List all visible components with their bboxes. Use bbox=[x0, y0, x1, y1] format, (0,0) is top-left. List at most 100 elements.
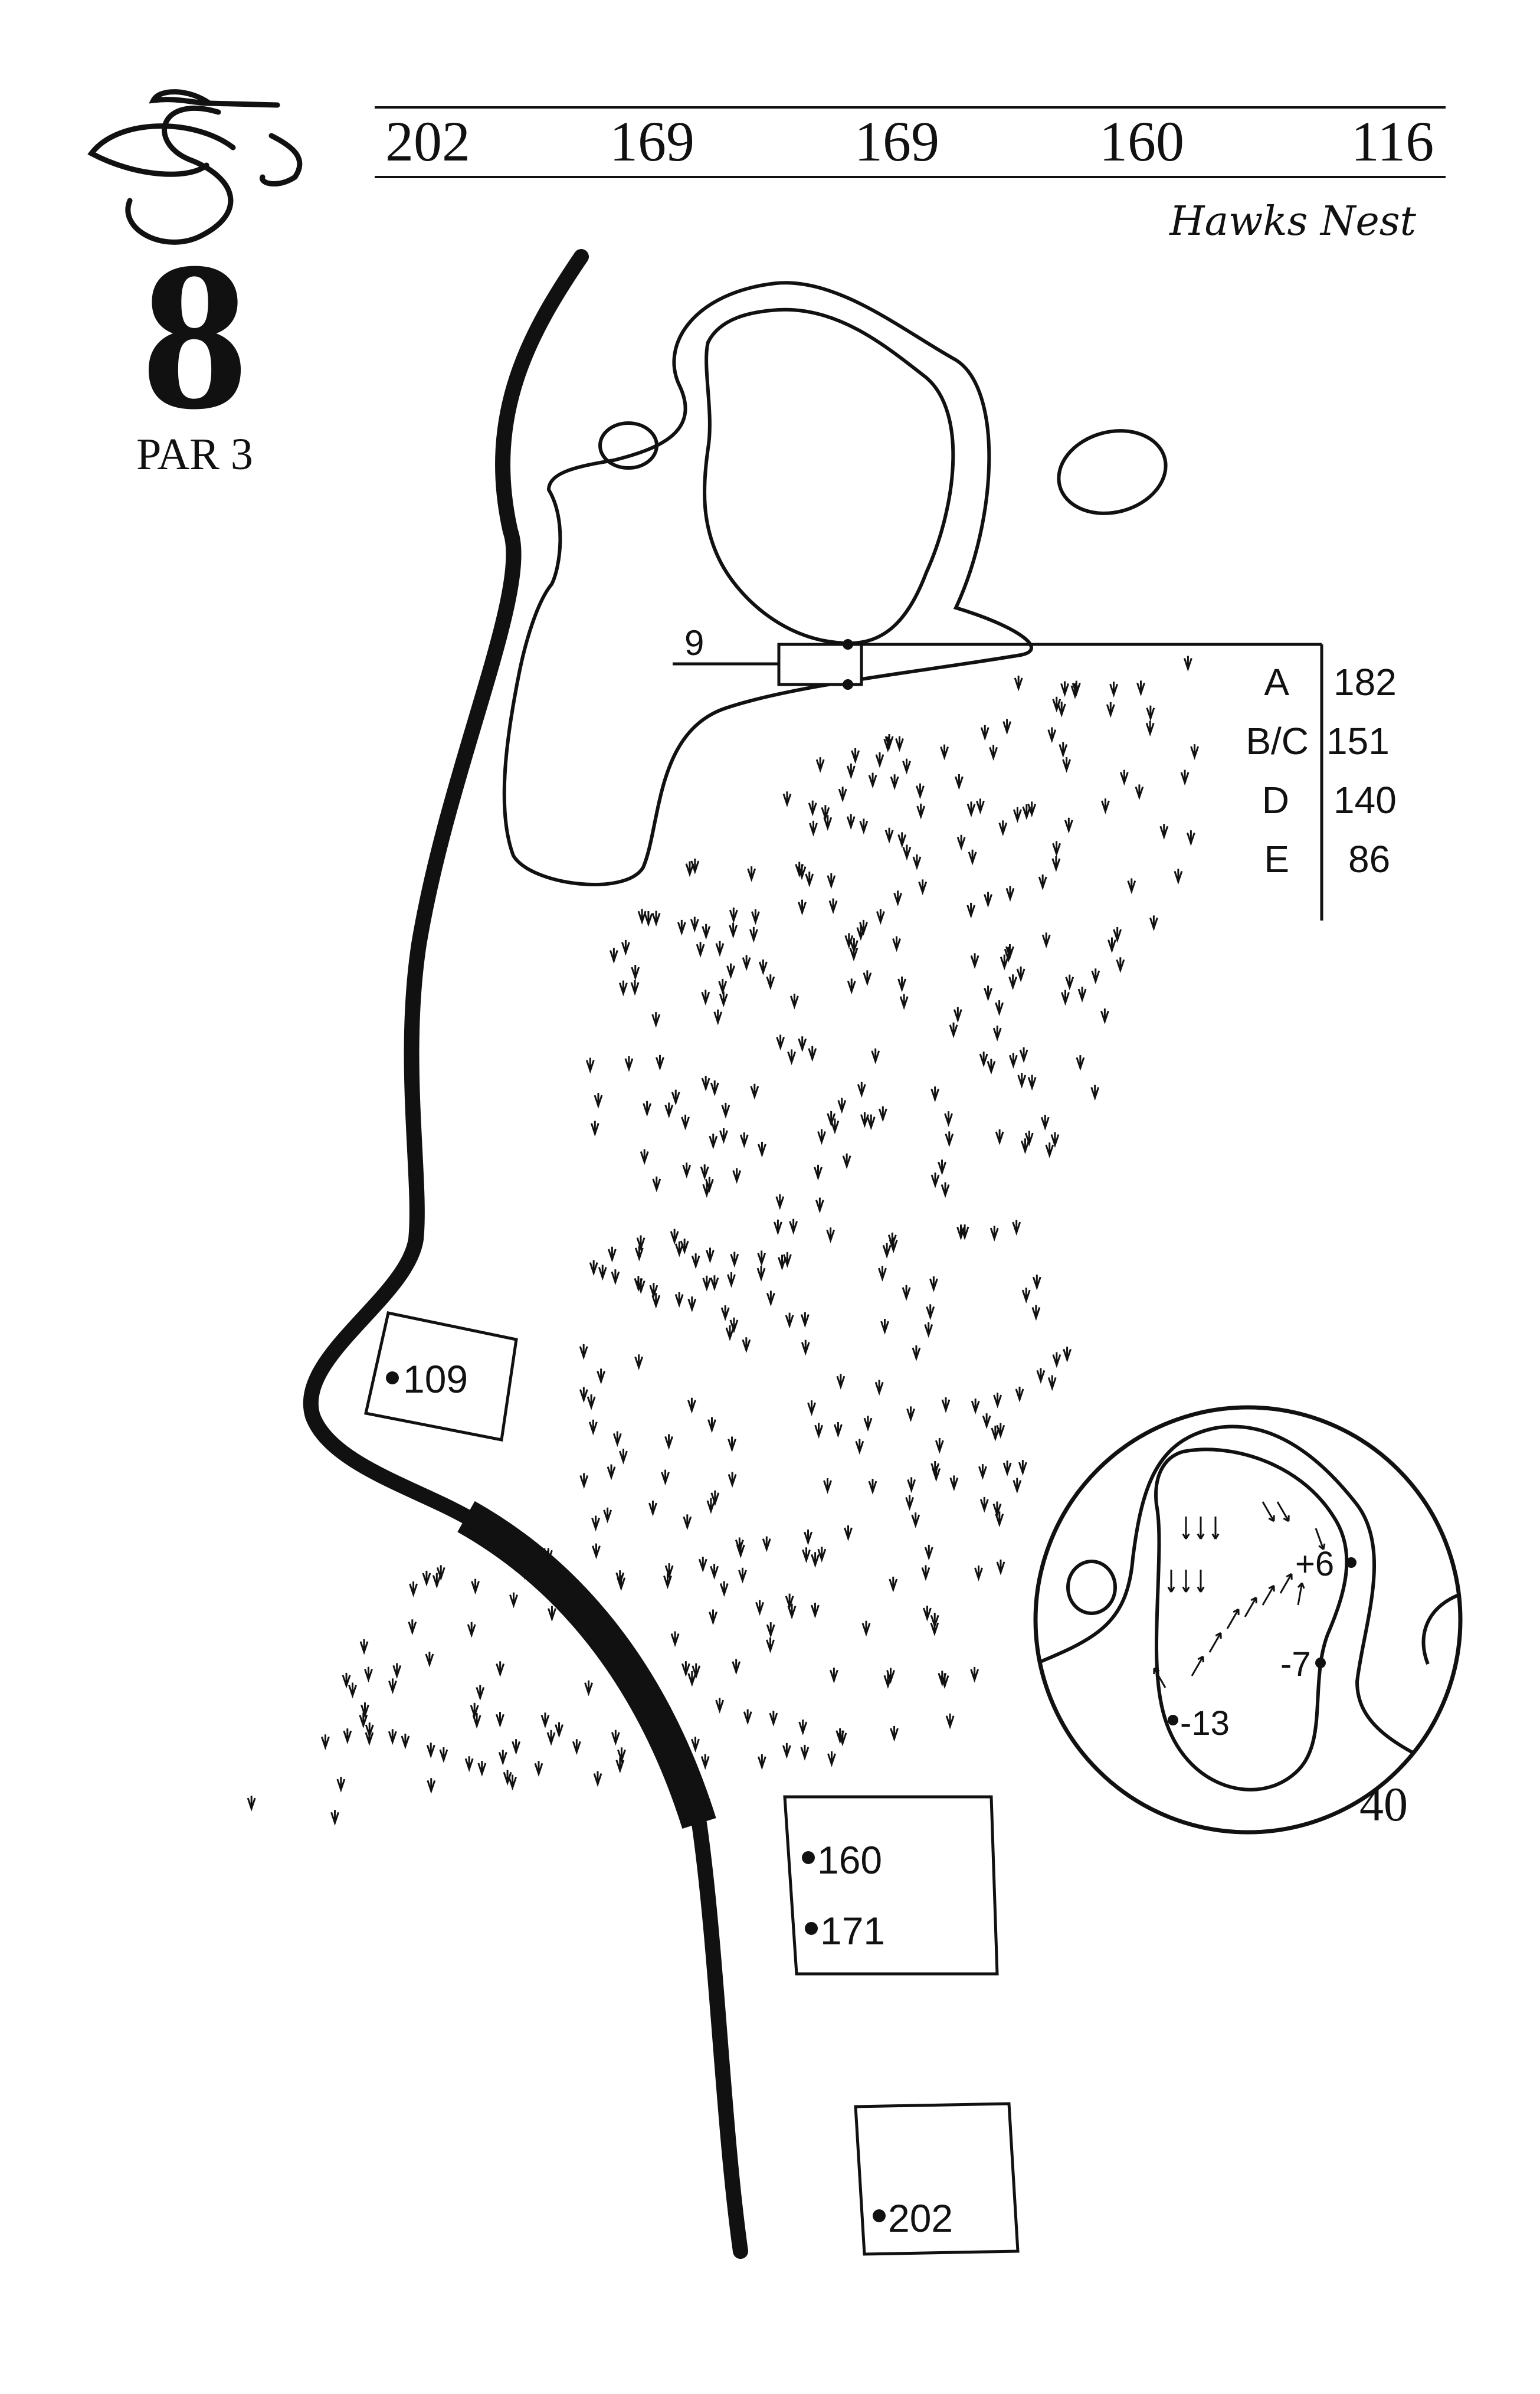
grass-tuft bbox=[743, 1709, 752, 1725]
green-detail-inset: +6 -7 -13 40 bbox=[1033, 1405, 1463, 1835]
grass-tuft bbox=[470, 1702, 479, 1719]
grass-tuft bbox=[1014, 675, 1023, 692]
grass-tuft bbox=[359, 1712, 368, 1728]
grass-tuft bbox=[758, 959, 768, 975]
grass-tuft bbox=[827, 1751, 836, 1767]
grass-tuft bbox=[719, 991, 728, 1008]
grass-tuft bbox=[721, 1102, 730, 1119]
grass-tuft bbox=[916, 803, 926, 820]
grass-tuft bbox=[320, 1734, 330, 1750]
grass-tuft bbox=[707, 1417, 716, 1433]
grass-tuft bbox=[607, 1246, 617, 1263]
grass-tuft bbox=[1005, 886, 1015, 902]
grass-tuft bbox=[1002, 719, 1012, 735]
grass-tuft bbox=[1041, 932, 1051, 949]
grass-tuft bbox=[830, 1118, 840, 1135]
grass-tuft bbox=[817, 1547, 827, 1563]
grass-tuft bbox=[364, 1666, 373, 1683]
grass-tuft bbox=[664, 1102, 674, 1119]
slope-arrow bbox=[1153, 1667, 1167, 1688]
grass-tuft bbox=[671, 1089, 680, 1106]
grass-tuft bbox=[1047, 1375, 1057, 1391]
pin-letter: B/C bbox=[1246, 720, 1309, 762]
pin-yards: 140 bbox=[1333, 779, 1397, 821]
grass-tuft bbox=[782, 1743, 791, 1759]
grass-tuft bbox=[773, 1219, 782, 1236]
grass-tuft bbox=[1050, 1132, 1060, 1148]
grass-tuft bbox=[664, 1563, 674, 1579]
grass-tuft bbox=[836, 1374, 846, 1390]
grass-tuft bbox=[882, 1243, 892, 1259]
grass-tuft bbox=[634, 1276, 643, 1292]
grass-tuft bbox=[725, 1325, 735, 1341]
grass-tuft bbox=[785, 1312, 794, 1329]
grass-tuft bbox=[897, 976, 907, 993]
grass-tuft bbox=[1040, 1115, 1050, 1131]
grass-tuft bbox=[1031, 1305, 1041, 1321]
grass-tuft bbox=[815, 757, 825, 773]
grass-tuft bbox=[978, 1464, 987, 1480]
grass-tuft bbox=[1136, 680, 1145, 697]
slope-arrow bbox=[1297, 1582, 1305, 1606]
grass-tuft bbox=[1019, 1047, 1028, 1063]
grass-tuft bbox=[742, 955, 751, 971]
grass-tuft bbox=[732, 1659, 741, 1675]
grass-tuft bbox=[612, 1431, 622, 1447]
grass-tuft bbox=[548, 1606, 556, 1622]
grass-tuft bbox=[330, 1810, 339, 1826]
grass-tuft bbox=[599, 1622, 609, 1638]
grass-tuft bbox=[401, 1733, 410, 1750]
grass-tuft bbox=[591, 1515, 601, 1532]
grass-tuft bbox=[555, 1722, 563, 1738]
grass-tuft bbox=[789, 993, 799, 1010]
grass-tuft bbox=[681, 1661, 690, 1677]
grass-tuft bbox=[930, 1613, 939, 1629]
grass-tuft bbox=[643, 1101, 652, 1117]
grass-tuft bbox=[738, 1567, 747, 1584]
grass-tuft bbox=[974, 1566, 983, 1581]
bunker bbox=[1057, 429, 1168, 515]
yardage-marker-202: 202 bbox=[854, 2102, 1020, 2256]
grass-tuft bbox=[782, 791, 792, 808]
grass-tuft bbox=[336, 1777, 346, 1793]
grass-tuft bbox=[982, 1413, 991, 1429]
grass-tuft bbox=[677, 919, 686, 936]
grass-tuft bbox=[651, 1012, 661, 1028]
grass-tuft bbox=[719, 1581, 729, 1597]
slope-point: -7 bbox=[1280, 1645, 1311, 1684]
grass-tuft bbox=[361, 1702, 369, 1718]
grass-tuft bbox=[674, 1241, 684, 1257]
grass-tuft bbox=[681, 1114, 690, 1131]
grass-tuft bbox=[732, 1168, 742, 1184]
grass-tuft bbox=[692, 1663, 701, 1679]
grass-tuft bbox=[992, 1501, 1002, 1518]
grass-tuft bbox=[702, 1275, 712, 1292]
grass-tuft bbox=[472, 1712, 481, 1729]
grass-tuft bbox=[664, 1434, 674, 1450]
grass-tuft bbox=[1063, 1347, 1072, 1363]
grass-tuft bbox=[827, 1111, 836, 1127]
grass-tuft bbox=[1113, 927, 1122, 943]
grass-tuft bbox=[674, 1292, 684, 1308]
tee-yardage: 169 bbox=[610, 110, 694, 173]
grass-tuft bbox=[750, 1083, 759, 1100]
grass-tuft bbox=[787, 1049, 797, 1066]
grass-tuft bbox=[1051, 856, 1061, 872]
grass-tuft bbox=[540, 1548, 549, 1564]
grass-tuft bbox=[789, 1219, 798, 1235]
slope-point: -13 bbox=[1180, 1704, 1230, 1743]
grass-tuft bbox=[995, 1511, 1004, 1528]
grass-tuft bbox=[729, 1317, 739, 1334]
grass-tuft bbox=[1146, 705, 1155, 722]
grass-tuft bbox=[766, 974, 775, 990]
grass-tuft bbox=[979, 1052, 988, 1067]
grass-tuft bbox=[618, 1449, 628, 1465]
grass-tuft bbox=[637, 909, 647, 925]
grass-tuft bbox=[706, 1498, 716, 1514]
grass-tuft bbox=[984, 892, 992, 908]
grass-tuft bbox=[826, 1227, 835, 1243]
grass-tuft bbox=[906, 1406, 915, 1423]
grass-tuft bbox=[1005, 944, 1014, 960]
grass-tuft bbox=[874, 1380, 884, 1396]
grass-tuft bbox=[863, 1416, 873, 1432]
